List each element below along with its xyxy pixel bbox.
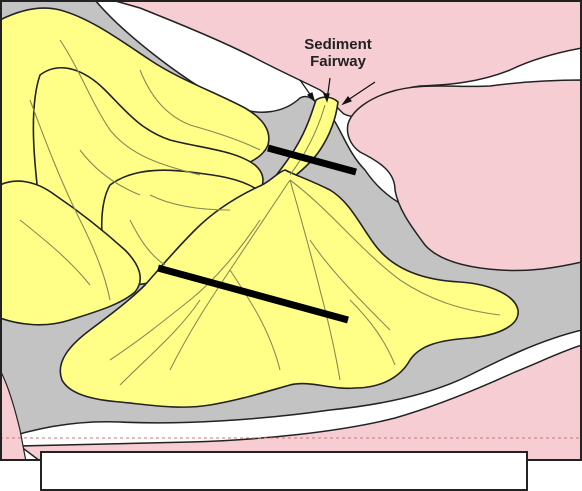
- label-line-1: Sediment: [278, 36, 398, 53]
- sediment-fairway-label: Sediment Fairway: [278, 36, 398, 70]
- diagram-canvas: Sediment Fairway: [0, 0, 582, 461]
- label-line-2: Fairway: [278, 53, 398, 70]
- caption-box: [40, 451, 528, 491]
